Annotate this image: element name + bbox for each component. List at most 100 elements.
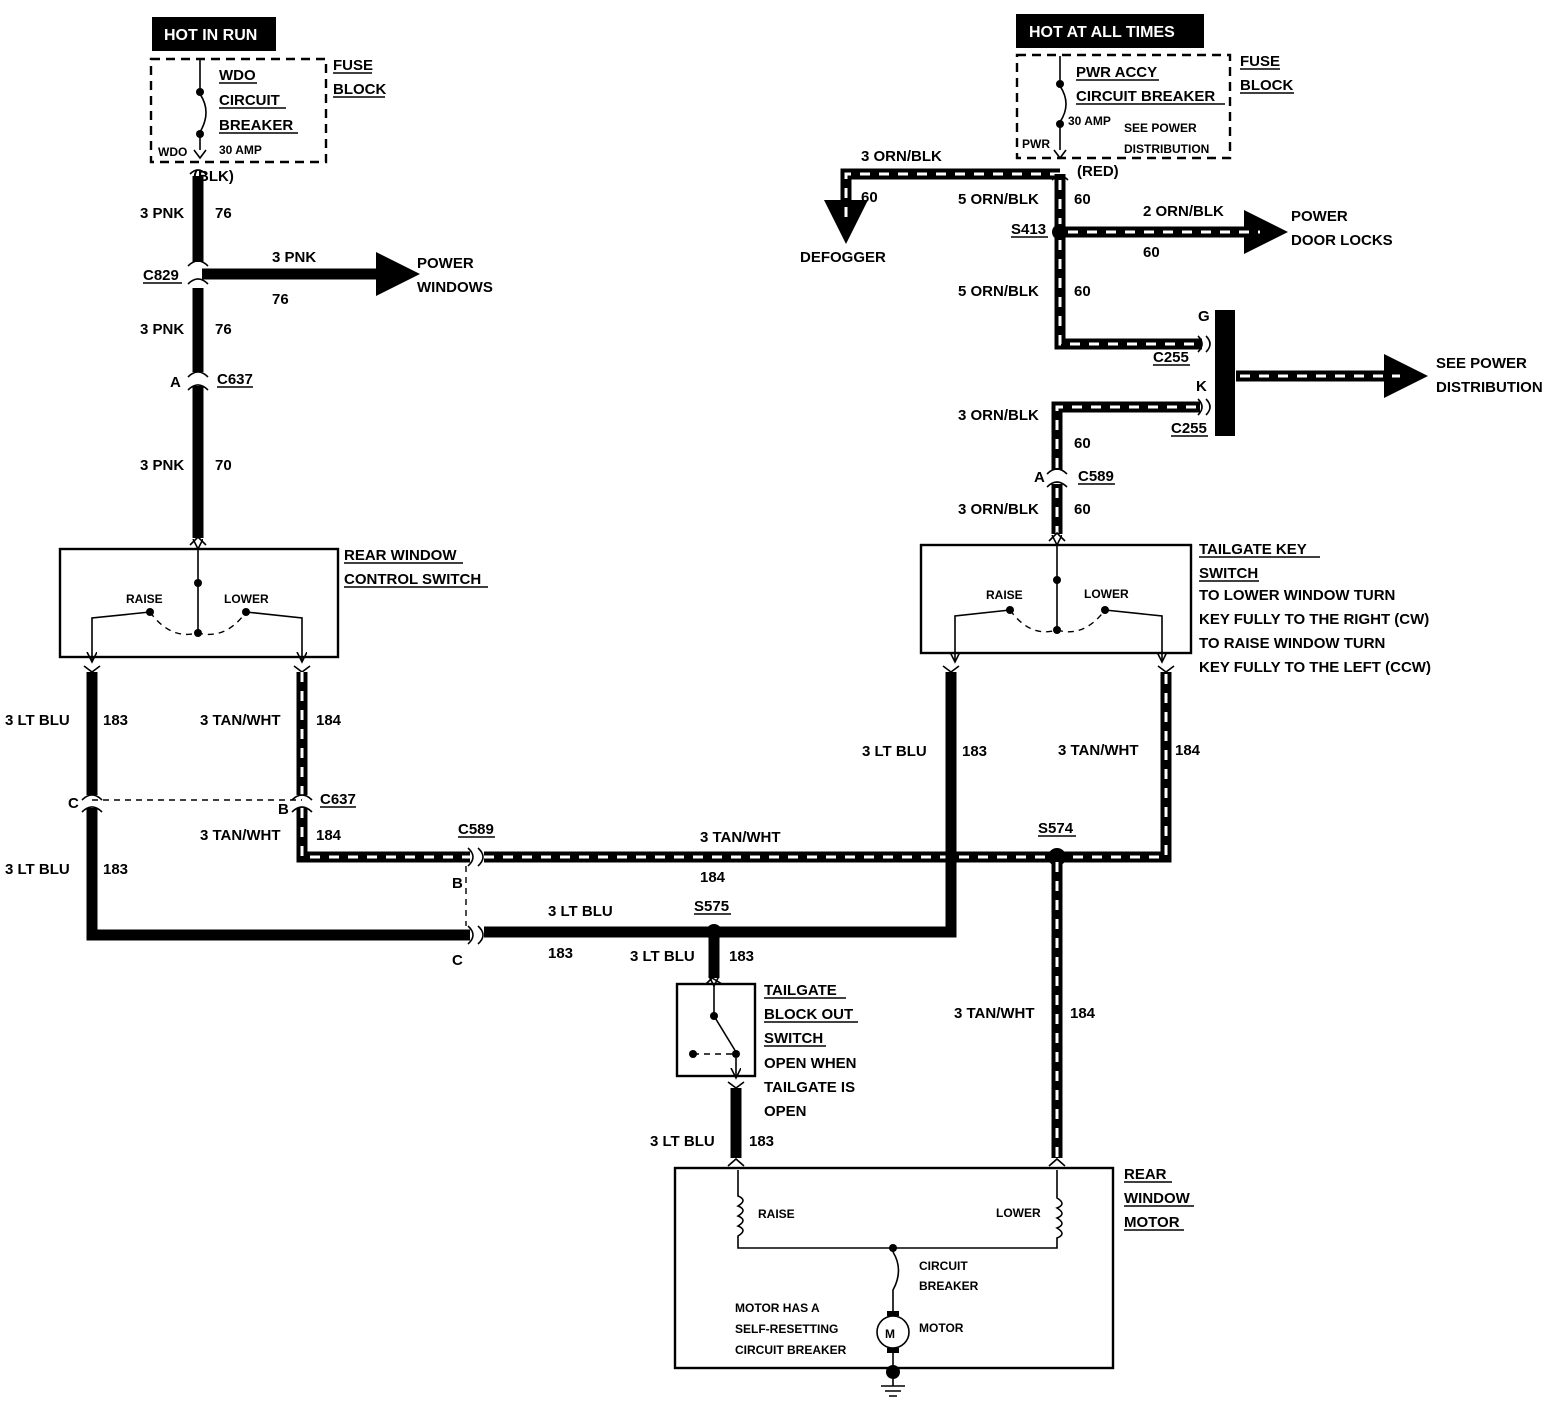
svg-text:183: 183: [749, 1133, 774, 1150]
svg-text:BLOCK OUT: BLOCK OUT: [764, 1006, 853, 1023]
svg-text:183: 183: [962, 743, 987, 760]
svg-text:183: 183: [103, 861, 128, 878]
svg-text:3 TAN/WHT: 3 TAN/WHT: [200, 712, 281, 729]
wdo-fuse-block: WDO CIRCUIT BREAKER WDO 30 AMP: [149, 57, 328, 164]
svg-text:3 LT BLU: 3 LT BLU: [650, 1133, 715, 1150]
svg-text:60: 60: [1143, 244, 1160, 261]
connector-c589-a: A C589: [1034, 468, 1115, 488]
svg-text:183: 183: [729, 948, 754, 965]
svg-text:MOTOR HAS A: MOTOR HAS A: [735, 1301, 820, 1315]
svg-text:POWER: POWER: [417, 255, 474, 272]
svg-text:30 AMP: 30 AMP: [219, 143, 262, 157]
svg-text:POWER: POWER: [1291, 208, 1348, 225]
svg-text:HOT AT ALL TIMES: HOT AT ALL TIMES: [1029, 24, 1175, 41]
svg-text:CIRCUIT BREAKER: CIRCUIT BREAKER: [735, 1343, 847, 1357]
svg-text:183: 183: [103, 712, 128, 729]
wire-3-tan-wht-184-to-motor: 3 TAN/WHT 184: [954, 862, 1096, 1167]
svg-text:S574: S574: [1038, 820, 1074, 837]
wire-power-windows: 3 PNK 76 POWER WINDOWS: [202, 249, 493, 308]
svg-text:C: C: [452, 952, 463, 969]
svg-text:76: 76: [272, 291, 289, 308]
fuse-block-label-right: FUSE BLOCK: [1240, 53, 1294, 94]
svg-text:C255: C255: [1171, 420, 1207, 437]
svg-text:WINDOW: WINDOW: [1124, 1190, 1191, 1207]
svg-text:184: 184: [316, 827, 342, 844]
fuse-block-label-left: FUSE BLOCK: [333, 57, 386, 98]
svg-text:B: B: [452, 875, 463, 892]
hot-at-all-times-tag: HOT AT ALL TIMES: [1016, 14, 1204, 48]
svg-text:SEE POWER: SEE POWER: [1436, 355, 1527, 372]
svg-text:60: 60: [1074, 283, 1091, 300]
wire-3-lt-blu-183-left: 3 LT BLU 183: [5, 665, 128, 795]
svg-text:3 TAN/WHT: 3 TAN/WHT: [200, 827, 281, 844]
wire-3-lt-blu-183-to-c589: 3 LT BLU 183: [5, 808, 470, 941]
svg-text:3 LT BLU: 3 LT BLU: [548, 903, 613, 920]
wire-3-lt-blu-183-s575: 3 LT BLU 183: [630, 936, 754, 978]
wire-3-orn-blk-defogger: 3 ORN/BLK 60 DEFOGGER: [800, 148, 1060, 266]
svg-text:REAR WINDOW: REAR WINDOW: [344, 547, 457, 564]
svg-text:C829: C829: [143, 267, 179, 284]
wire-3-tan-wht-184-right: 3 TAN/WHT 184: [1058, 665, 1201, 759]
svg-text:30 AMP: 30 AMP: [1068, 114, 1111, 128]
svg-text:183: 183: [548, 945, 573, 962]
svg-text:PWR: PWR: [1022, 137, 1050, 151]
svg-text:KEY FULLY TO THE LEFT (CCW): KEY FULLY TO THE LEFT (CCW): [1199, 659, 1431, 676]
svg-text:3 ORN/BLK: 3 ORN/BLK: [861, 148, 942, 165]
svg-text:KEY FULLY TO THE RIGHT (CW): KEY FULLY TO THE RIGHT (CW): [1199, 611, 1429, 628]
wire-3-pnk-70: 3 PNK 70: [140, 386, 232, 546]
svg-text:DISTRIBUTION: DISTRIBUTION: [1436, 379, 1543, 396]
svg-text:LOWER: LOWER: [996, 1206, 1041, 1220]
svg-text:BREAKER: BREAKER: [219, 117, 293, 134]
svg-text:C: C: [68, 795, 79, 812]
svg-text:S413: S413: [1011, 221, 1046, 238]
connector-c829: C829: [143, 260, 209, 285]
svg-text:3 TAN/WHT: 3 TAN/WHT: [1058, 742, 1139, 759]
splice-s574: S574: [1038, 820, 1076, 866]
svg-text:OPEN: OPEN: [764, 1103, 807, 1120]
svg-text:C589: C589: [1078, 468, 1114, 485]
svg-text:TO LOWER WINDOW TURN: TO LOWER WINDOW TURN: [1199, 587, 1395, 604]
svg-text:3 ORN/BLK: 3 ORN/BLK: [958, 501, 1039, 518]
svg-text:DOOR LOCKS: DOOR LOCKS: [1291, 232, 1393, 249]
svg-text:SWITCH: SWITCH: [1199, 565, 1258, 582]
svg-text:TO RAISE WINDOW TURN: TO RAISE WINDOW TURN: [1199, 635, 1385, 652]
connector-c589-bc: C589 B C: [452, 821, 495, 969]
wire-5-orn-blk-60-top: 5 ORN/BLK 60: [958, 174, 1091, 228]
wire-3-pnk-76: 3 PNK 76: [140, 169, 232, 262]
svg-text:FUSE: FUSE: [333, 57, 373, 74]
svg-text:DISTRIBUTION: DISTRIBUTION: [1124, 142, 1209, 156]
svg-text:SEE POWER: SEE POWER: [1124, 121, 1197, 135]
wire-3-orn-blk-60-to-key-switch: 3 ORN/BLK 60: [958, 484, 1091, 542]
svg-text:LOWER: LOWER: [224, 592, 269, 606]
svg-text:70: 70: [215, 457, 232, 474]
svg-text:SELF-RESETTING: SELF-RESETTING: [735, 1322, 838, 1336]
svg-text:3 PNK: 3 PNK: [140, 205, 184, 222]
svg-text:BLOCK: BLOCK: [333, 81, 386, 98]
svg-text:MOTOR: MOTOR: [1124, 1214, 1180, 1231]
svg-text:RAISE: RAISE: [986, 588, 1023, 602]
svg-text:C637: C637: [217, 371, 253, 388]
svg-text:CIRCUIT: CIRCUIT: [219, 92, 280, 109]
svg-text:184: 184: [1175, 742, 1201, 759]
svg-text:G: G: [1198, 308, 1210, 325]
hot-in-run-tag: HOT IN RUN: [152, 17, 276, 51]
svg-text:3 TAN/WHT: 3 TAN/WHT: [954, 1005, 1035, 1022]
svg-text:76: 76: [215, 205, 232, 222]
svg-text:CIRCUIT BREAKER: CIRCUIT BREAKER: [1076, 88, 1215, 105]
svg-text:184: 184: [1070, 1005, 1096, 1022]
svg-text:3 LT BLU: 3 LT BLU: [5, 861, 70, 878]
svg-text:WINDOWS: WINDOWS: [417, 279, 493, 296]
svg-text:LOWER: LOWER: [1084, 587, 1129, 601]
wire-3-lt-blu-183-to-motor: 3 LT BLU 183: [650, 1081, 774, 1167]
svg-text:BREAKER: BREAKER: [919, 1279, 979, 1293]
rear-window-motor: M RAISE LOWER CIRCUIT BREAKER MOTOR HAS …: [673, 1166, 1194, 1397]
svg-text:3 LT BLU: 3 LT BLU: [862, 743, 927, 760]
svg-text:PWR ACCY: PWR ACCY: [1076, 64, 1157, 81]
rear-window-control-switch: RAISE LOWER REAR WINDOW CONTROL SWITCH: [58, 547, 488, 662]
connector-c637-a: A C637: [170, 371, 253, 391]
svg-text:C589: C589: [458, 821, 494, 838]
svg-text:S575: S575: [694, 898, 729, 915]
svg-text:TAILGATE: TAILGATE: [764, 982, 837, 999]
svg-text:TAILGATE KEY: TAILGATE KEY: [1199, 541, 1307, 558]
